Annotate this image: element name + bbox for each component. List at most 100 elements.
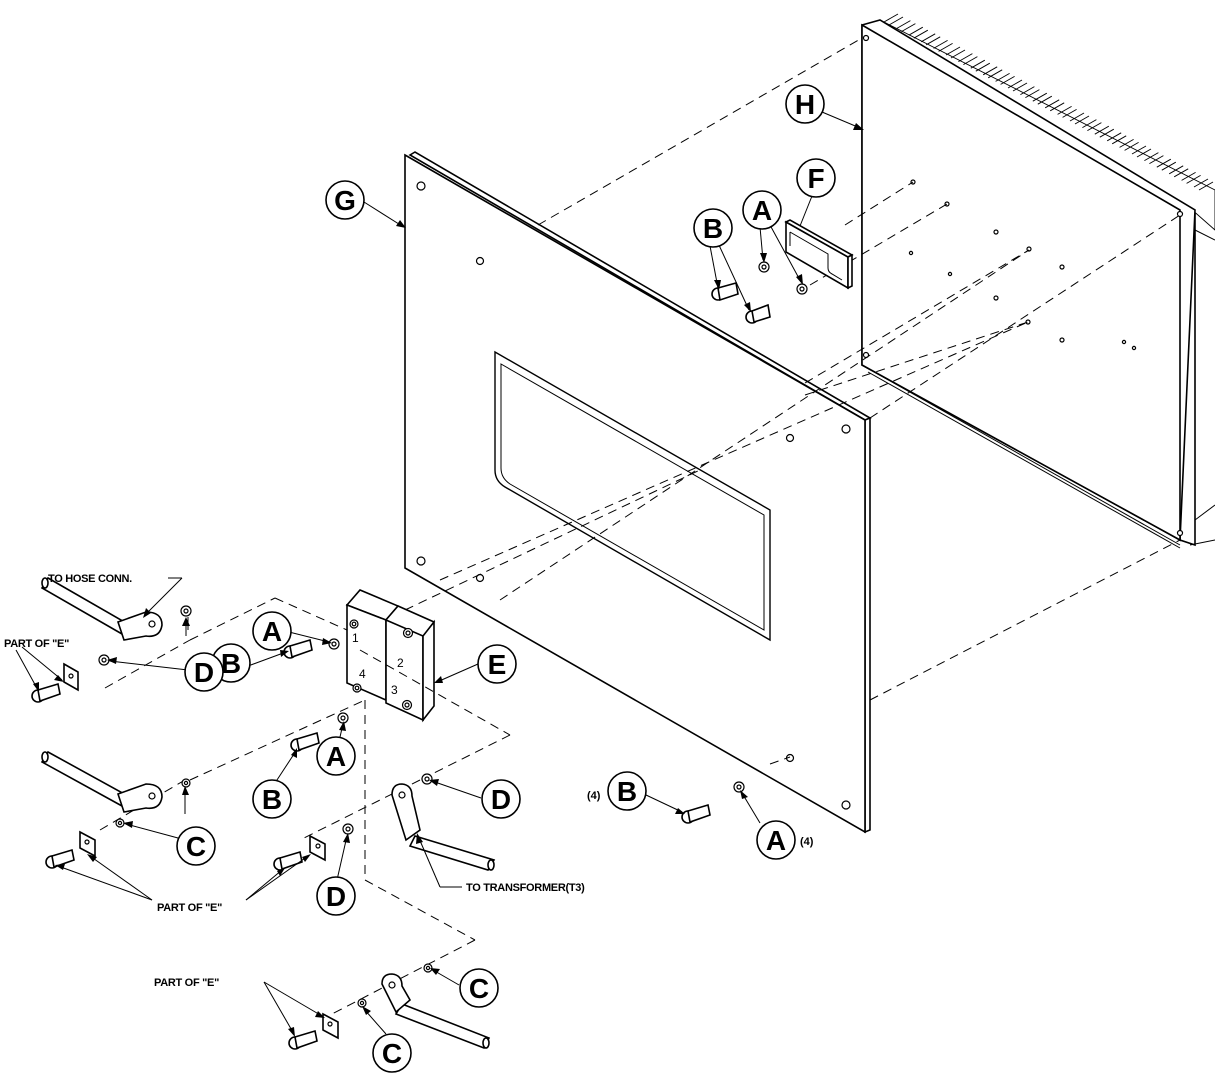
- heatsink-fin: [1161, 161, 1177, 171]
- heatsink-fin: [1173, 168, 1189, 178]
- washers: [98, 605, 745, 1008]
- heatsink-fin: [1000, 76, 1015, 85]
- washer-d-1: [180, 605, 192, 617]
- note-part-of-e-upper: PART OF "E": [4, 638, 69, 650]
- callout-a-bracket: A: [742, 190, 782, 230]
- mounting-plate: [404, 151, 872, 834]
- clip-part-of-e-1: [63, 662, 79, 692]
- heatsink-fin: [913, 29, 929, 39]
- washer-d-3: [421, 773, 433, 785]
- screw-part-e-3: [273, 850, 303, 871]
- heatsink-fin: [1193, 178, 1209, 188]
- heatsink-fin: [1032, 92, 1048, 102]
- screw-part-e-4: [288, 1029, 318, 1050]
- heatsink-fin: [883, 13, 899, 23]
- screws: [31, 638, 711, 1050]
- heatsink-fin: [1044, 99, 1060, 109]
- leader-lines: [15, 111, 864, 1037]
- terminal-projection-lines: [99, 597, 511, 1016]
- note-to-transformer: TO TRANSFORMER(T3): [466, 882, 585, 894]
- washer-a-2: [337, 712, 349, 724]
- qty-four-a: (4): [800, 836, 814, 848]
- svg-text:B: B: [221, 648, 241, 679]
- washer-c-2: [115, 818, 125, 828]
- heatsink-fin: [896, 20, 911, 29]
- notes: TO HOSE CONN. PART OF "E" PART OF "E" TO…: [4, 573, 814, 989]
- svg-text:B: B: [703, 213, 723, 244]
- svg-text:B: B: [262, 784, 282, 815]
- callout-e: E: [477, 644, 517, 684]
- terminal-number-2: 2: [397, 656, 404, 670]
- heatsink-fin: [1049, 102, 1065, 112]
- heatsink-fin: [933, 40, 948, 49]
- terminal-number-4: 4: [359, 667, 366, 681]
- heatsink-fin: [1198, 181, 1214, 191]
- callout-a-block-upper: A: [252, 611, 292, 651]
- heatsink-fin: [920, 33, 936, 43]
- terminal-number-1: 1: [352, 631, 359, 645]
- plate-window-cutout: [494, 350, 771, 642]
- heatsink-fin: [901, 23, 916, 32]
- heatsink-fin: [1106, 132, 1122, 142]
- bracket-hardware: [711, 261, 808, 324]
- callout-c-transformer-left: C: [372, 1033, 412, 1073]
- heatsink-fin: [1111, 135, 1127, 145]
- clip-part-of-e-4: [322, 1012, 339, 1040]
- callout-c-transformer-right: C: [459, 968, 499, 1008]
- svg-text:D: D: [326, 881, 346, 912]
- heatsink-fin: [925, 36, 941, 46]
- washer-d-2: [98, 654, 110, 666]
- heatsink-fin: [1020, 86, 1035, 95]
- heatsink-fin: [1119, 139, 1134, 148]
- screw-b-bracket-2: [745, 303, 771, 324]
- clip-part-of-e-3: [309, 834, 326, 862]
- svg-text:D: D: [194, 657, 214, 688]
- plate-holes: [416, 181, 851, 810]
- heatsink-fin: [950, 49, 966, 59]
- screw-part-e-1: [31, 682, 61, 703]
- heatsink-fin: [1074, 115, 1090, 125]
- qty-four-b: (4): [587, 790, 601, 802]
- terminal-number-3: 3: [391, 683, 398, 697]
- heatsink-fin: [995, 73, 1010, 82]
- heatsink-fin: [1181, 172, 1196, 181]
- washer-a-plate: [733, 781, 745, 793]
- callout-g: G: [325, 180, 365, 220]
- heatsink-fin: [1037, 95, 1053, 105]
- svg-text:C: C: [382, 1038, 402, 1069]
- callout-b-block-lower: B: [252, 779, 292, 819]
- heatsink-fin: [938, 43, 953, 52]
- heatsink-fin: [1149, 155, 1164, 164]
- heatsink-assembly: [861, 13, 1215, 549]
- washer-d-4: [342, 823, 354, 835]
- screw-b-block-1: [283, 638, 313, 659]
- washer-c-1: [181, 778, 191, 788]
- screw-b-plate: [681, 803, 711, 824]
- heatsink-fin: [1007, 79, 1023, 89]
- callout-f: F: [796, 158, 836, 198]
- heatsink-fin: [1087, 122, 1102, 131]
- note-to-hose-conn: TO HOSE CONN.: [48, 573, 132, 585]
- heatsink-fin: [958, 53, 973, 62]
- cable-hose-lower: [40, 750, 163, 813]
- bracket-f: [784, 219, 854, 290]
- clip-part-of-e-2: [79, 830, 96, 858]
- cable-transformer-upper: [391, 783, 496, 871]
- callout-a-block-lower: A: [316, 736, 356, 776]
- heatsink-fin: [982, 66, 998, 76]
- heatsink-fin: [1099, 128, 1115, 138]
- callout-a-plate: A: [756, 820, 796, 860]
- callout-d-transformer-left: D: [316, 876, 356, 916]
- heatsink-fin: [975, 62, 991, 72]
- svg-text:A: A: [752, 195, 772, 226]
- note-part-of-e-middle: PART OF "E": [157, 902, 222, 914]
- svg-text:D: D: [491, 784, 511, 815]
- heatsink-fin: [1156, 158, 1172, 168]
- screw-b-bracket-1: [711, 281, 739, 302]
- svg-text:H: H: [795, 89, 815, 120]
- heatsink-fin: [945, 46, 961, 56]
- callout-c-hose: C: [176, 826, 216, 866]
- heatsink-fin: [1124, 142, 1139, 151]
- terminal-block-front: [346, 603, 387, 702]
